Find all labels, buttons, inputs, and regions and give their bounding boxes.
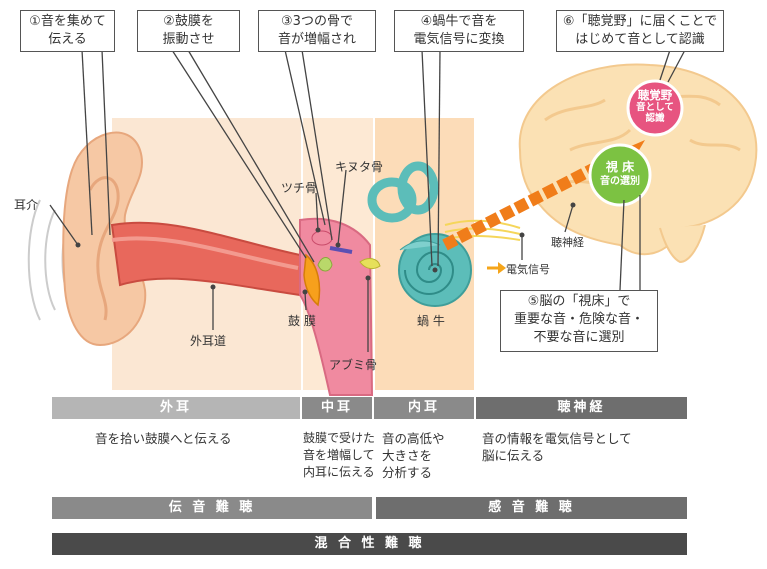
callout-5-line1: ⑤脳の「視床」で — [527, 294, 631, 309]
section-bar-middle: 中耳 — [302, 397, 372, 419]
thalamus-line2: 音の選別 — [600, 176, 640, 187]
label-ear-canal: 外耳道 — [190, 334, 227, 348]
callout-2: ②鼓膜を 振動させ — [137, 10, 240, 52]
thalamus-bubble — [588, 143, 652, 207]
label-auditory-nerve: 聴神経 — [551, 236, 584, 249]
desc-middle-line2: 音を増幅して — [303, 448, 375, 462]
eardrum-shape — [303, 253, 321, 307]
callout-3: ③3つの骨で 音が増幅され — [258, 10, 376, 52]
cortex-line1: 聴覚野 — [637, 88, 673, 102]
thalamus-line1: 視 床 — [605, 160, 635, 174]
signal-path — [442, 144, 633, 251]
desc-nerve-line2: 脳に伝える — [482, 448, 545, 463]
label-cochlea: 蝸 牛 — [417, 314, 445, 328]
stapes-shape — [359, 258, 381, 270]
section-bar-nerve: 聴神経 — [476, 397, 687, 419]
cortex-bubble-text: 聴覚野 音として 認識 — [628, 88, 682, 124]
ossicle-shape — [317, 257, 333, 272]
desc-inner-line2: 大きさを — [382, 448, 433, 463]
cortex-line3: 認識 — [645, 113, 665, 124]
desc-outer-line1: 音を拾い鼓膜へと伝える — [95, 431, 232, 446]
callout-1-line2: 伝える — [48, 32, 87, 47]
middle-ear-tissue — [299, 217, 374, 396]
callout-1: ①音を集めて 伝える — [20, 10, 115, 52]
desc-inner: 音の高低や 大きさを 分析する — [382, 430, 445, 481]
semicircular-canals — [367, 161, 439, 223]
desc-inner-line3: 分析する — [382, 465, 433, 480]
label-incus: キヌタ骨 — [335, 160, 384, 174]
callout-lines — [49, 49, 686, 352]
thalamus-bubble-text: 視 床 音の選別 — [590, 160, 650, 188]
desc-middle: 鼓膜で受けた 音を増幅して 内耳に伝える — [303, 430, 375, 481]
conductive-hearing-loss-bar: 伝 音 難 聴 — [52, 497, 372, 519]
callout-1-line1: ①音を集めて — [29, 14, 106, 29]
incus-shape — [329, 246, 353, 254]
mixed-hearing-loss-bar: 混 合 性 難 聴 — [52, 533, 687, 555]
label-eardrum: 鼓 膜 — [288, 314, 316, 328]
section-bar-inner: 内耳 — [374, 397, 474, 419]
malleus-shape — [311, 230, 333, 246]
label-malleus: ツチ骨 — [281, 181, 318, 195]
label-electric-signal: 電気信号 — [506, 263, 550, 276]
pinna — [62, 131, 147, 347]
callout-3-line1: ③3つの骨で — [281, 14, 353, 29]
label-pinna: 耳介 — [14, 198, 39, 212]
callout-2-line1: ②鼓膜を — [163, 14, 214, 29]
desc-outer: 音を拾い鼓膜へと伝える — [95, 430, 232, 447]
callout-4-line1: ④蝸牛で音を — [420, 14, 498, 29]
callout-3-line2: 音が増幅され — [277, 32, 356, 47]
callout-2-line2: 振動させ — [162, 32, 215, 47]
callout-5: ⑤脳の「視床」で 重要な音・危険な音・ 不要な音に選別 — [500, 290, 658, 352]
desc-nerve: 音の情報を電気信号として 脳に伝える — [482, 430, 632, 464]
desc-nerve-line1: 音の情報を電気信号として — [482, 431, 632, 446]
callout-6: ⑥「聴覚野」に届くことで はじめて音として認識 — [556, 10, 724, 52]
callout-4: ④蝸牛で音を 電気信号に変換 — [394, 10, 524, 52]
callout-4-line2: 電気信号に変換 — [413, 32, 505, 47]
desc-middle-line1: 鼓膜で受けた — [303, 431, 376, 445]
section-bar-outer: 外耳 — [52, 397, 300, 419]
desc-inner-line1: 音の高低や — [382, 431, 445, 446]
callout-6-line2: はじめて音として認識 — [575, 32, 705, 47]
desc-middle-line3: 内耳に伝える — [303, 465, 375, 479]
label-stapes: アブミ骨 — [329, 358, 378, 372]
cortex-line2: 音として — [636, 102, 674, 113]
callout-5-line2: 重要な音・危険な音・ — [513, 312, 644, 327]
callout-6-line1: ⑥「聴覚野」に届くことで — [562, 14, 718, 29]
callout-5-line3: 不要な音に選別 — [533, 330, 625, 345]
sensorineural-hearing-loss-bar: 感 音 難 聴 — [376, 497, 687, 519]
cortex-bubble — [626, 79, 684, 137]
